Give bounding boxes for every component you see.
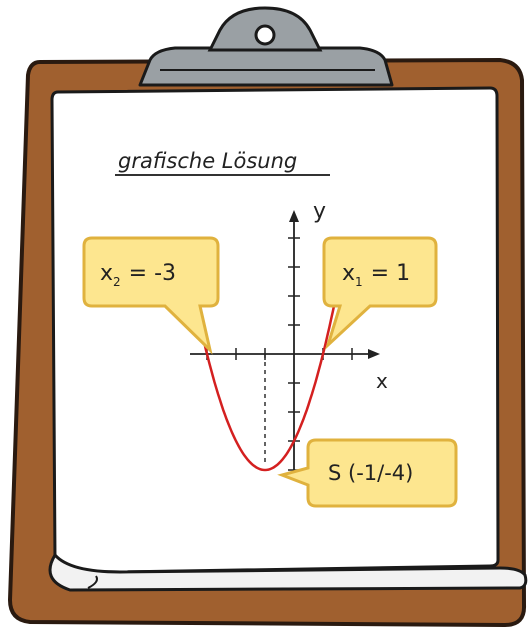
paper-curl-shadow xyxy=(87,575,98,589)
clip-hole xyxy=(254,24,276,46)
clip-base xyxy=(138,46,394,87)
y-axis-label: y xyxy=(313,199,326,224)
parabola-curve xyxy=(194,302,336,472)
callout-x2-subscript: 2 xyxy=(113,275,121,289)
callout-vertex: S (-1/-4) xyxy=(277,438,458,508)
callout-x1-value: = 1 xyxy=(371,261,410,286)
y-axis-arrow xyxy=(289,210,299,222)
callout-x2-name: x xyxy=(100,261,113,286)
callout-x1-subscript: 1 xyxy=(355,275,363,289)
callout-vertex-bubble xyxy=(277,438,458,508)
callout-x1-text: x1 = 1 xyxy=(342,261,410,289)
callout-x2-value: = -3 xyxy=(129,261,176,286)
callout-x2-text: x2 = -3 xyxy=(100,261,176,289)
paper-curl xyxy=(48,552,528,592)
x-axis-label: x xyxy=(376,369,388,393)
callout-vertex-text: S (-1/-4) xyxy=(328,461,413,485)
callout-x1: x1 = 1 xyxy=(322,236,438,350)
callout-x2: x2 = -3 xyxy=(82,236,220,355)
callout-x2-bubble xyxy=(82,236,220,355)
callout-x1-bubble xyxy=(322,236,438,350)
x-axis-arrow xyxy=(368,349,380,359)
page-title: grafische Lösung xyxy=(118,149,297,173)
callout-x1-name: x xyxy=(342,261,355,286)
